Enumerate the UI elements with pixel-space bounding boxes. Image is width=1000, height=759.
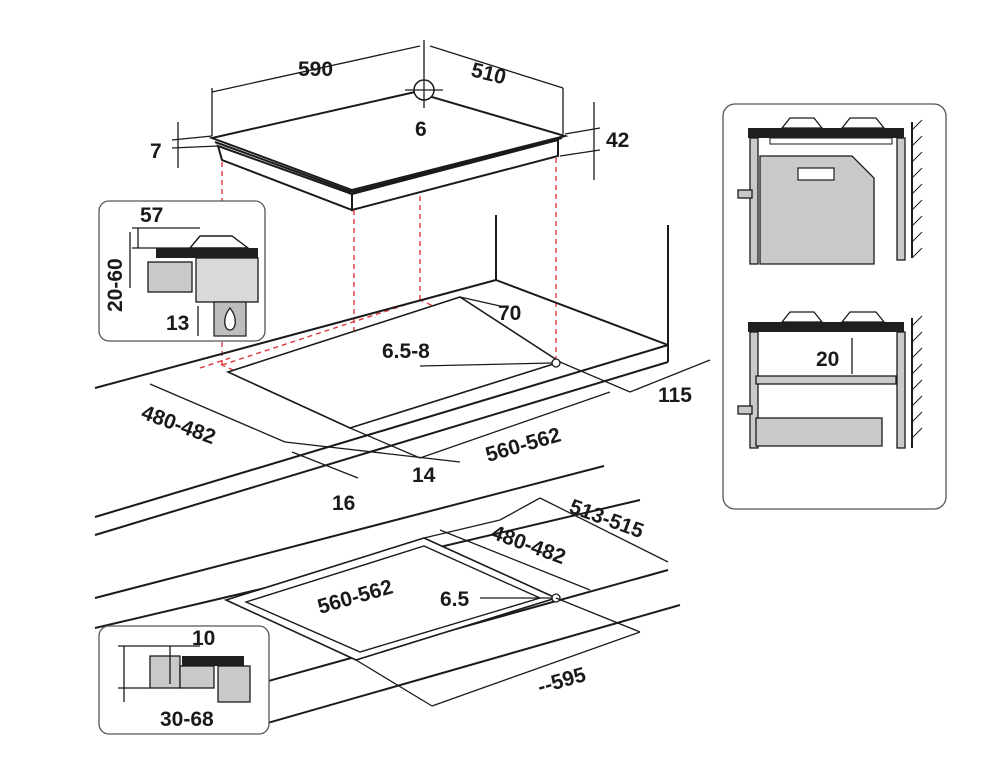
dim-gas-inlet: 6 [415,118,427,141]
dim-cutout-offset: 70 [498,302,521,325]
dim-detail-top: 57 [140,204,163,227]
worktop-cutout [94,215,711,536]
dim-side-clearance: 115 [658,384,692,407]
dim-shelf-gap: 20 [816,348,839,371]
top-dimension-lines [171,45,601,180]
flush-mount [94,465,681,729]
detail-panel-cabinet [722,103,947,510]
dim-hob-height: 42 [606,129,629,152]
dim-front-offset: 14 [412,464,436,487]
dim-flush-fixing: 6.5 [440,588,470,611]
detail-panel-flush-edge [98,625,270,735]
dim-hob-width: 590 [298,58,333,81]
dim-flush-depth-inner: 480-482 [488,521,568,569]
dim-detail-bottom: 13 [166,312,189,335]
dim-glass-thickness: 7 [150,140,162,163]
hob-perspective [208,40,569,212]
dim-cutout-width-top: 560-562 [483,423,563,466]
dim-flush-depth-outer: 513-515 [566,495,647,543]
dim-flush-detail-step: 10 [192,627,215,650]
detail-panel-gas-clearance [98,200,266,342]
gas-flame-icon [224,306,236,331]
dim-flush-width-outer: --595 [535,663,589,699]
dim-fixing-range: 6.5-8 [382,340,430,363]
dim-flush-detail-thickness: 30-68 [160,708,214,731]
dim-hob-depth: 510 [469,59,509,90]
dim-front-edge: 16 [332,492,355,515]
dim-detail-height: 20-60 [104,258,127,312]
